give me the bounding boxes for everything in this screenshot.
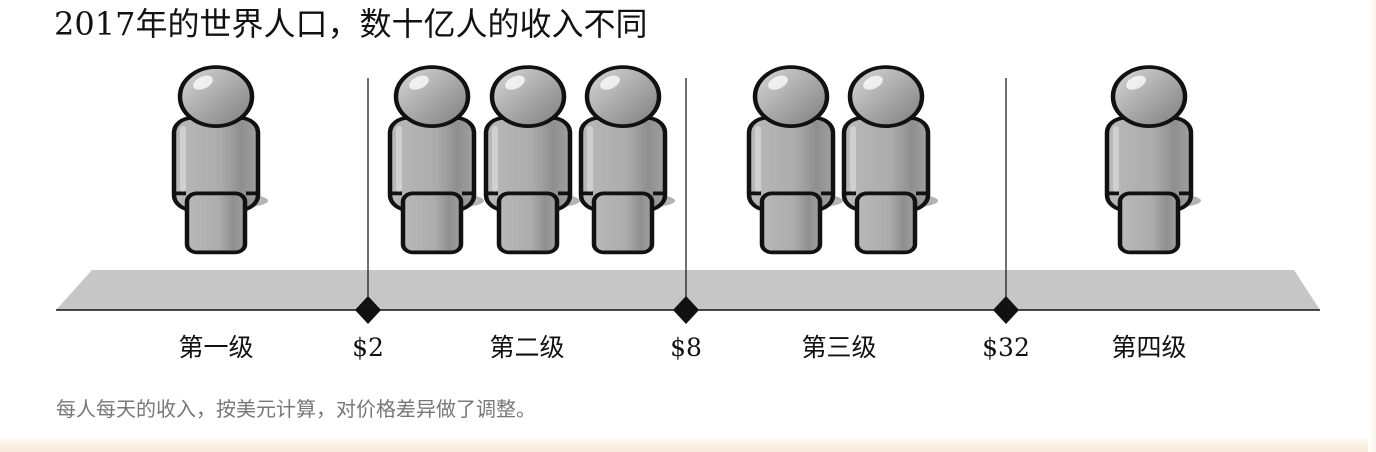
divider-diamond-2 [673, 296, 699, 324]
person-icon-level-1-1 [174, 67, 268, 252]
bottom-band [0, 438, 1376, 452]
divider-diamond-1 [355, 296, 381, 324]
level-label-4: 第四级 [1111, 333, 1187, 362]
chart-title: 2017年的世界人口，数十亿人的收入不同 [54, 5, 648, 43]
boundary-label-3: $32 [982, 333, 1030, 362]
caption: 每人每天的收入，按美元计算，对价格差异做了调整。 [56, 397, 536, 421]
person-icon-level-3-2 [844, 67, 938, 252]
divider-diamond-3 [993, 296, 1019, 324]
level-label-3: 第三级 [801, 333, 877, 362]
person-icon-level-4-1 [1107, 67, 1201, 252]
person-icon-level-2-2 [486, 67, 580, 252]
level-label-2: 第二级 [489, 333, 565, 362]
boundary-label-1: $2 [352, 333, 384, 362]
level-label-1: 第一级 [178, 333, 254, 362]
person-icon-level-2-1 [390, 67, 484, 252]
person-icon-level-2-3 [581, 67, 675, 252]
page-edge [1368, 0, 1376, 452]
person-icon-level-3-1 [749, 67, 843, 252]
boundary-label-2: $8 [670, 333, 702, 362]
